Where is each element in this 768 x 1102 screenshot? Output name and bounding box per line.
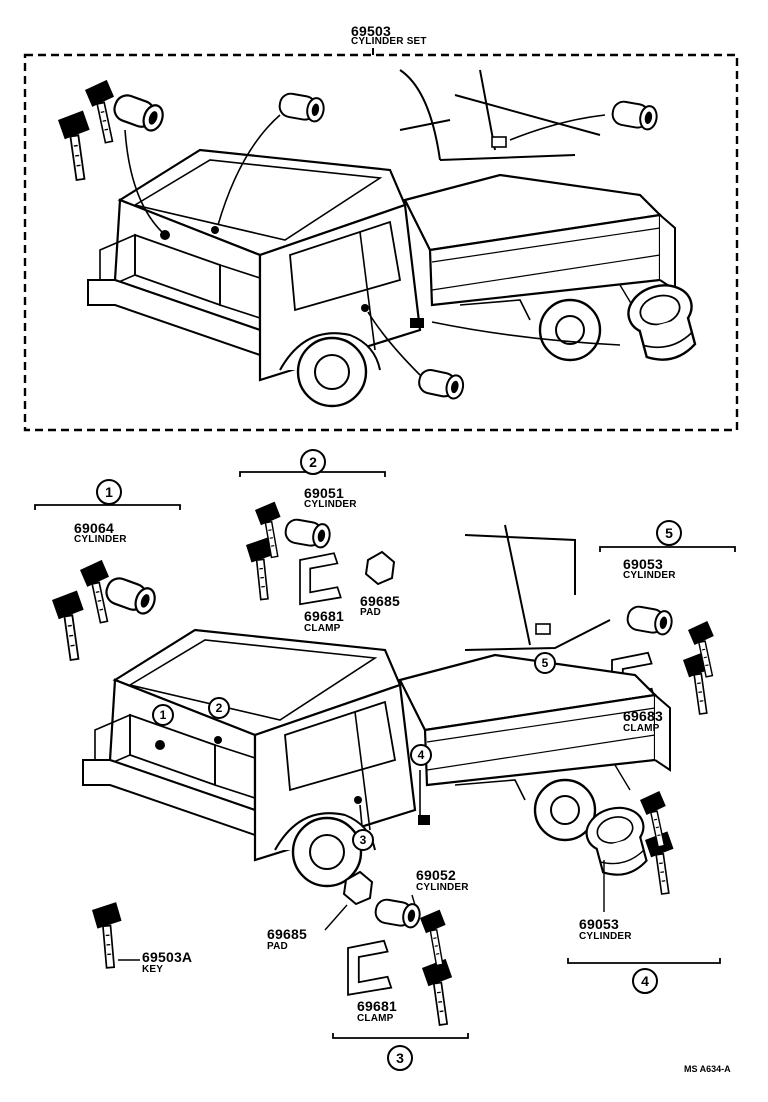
- group-1-name: CYLINDER: [74, 534, 127, 545]
- group-3-pad-name: PAD: [267, 941, 288, 952]
- group-4-index: 4: [632, 968, 658, 994]
- group-3-clamp-number: 69681: [357, 998, 397, 1014]
- group-5-clamp-name: CLAMP: [623, 723, 660, 734]
- group-5-index: 5: [656, 520, 682, 546]
- group-3-number: 69052: [416, 867, 456, 883]
- group-3-index: 3: [387, 1045, 413, 1071]
- group-2-clamp-number: 69681: [304, 608, 344, 624]
- group-1-number: 69064: [74, 520, 114, 536]
- callout-4: 4: [410, 744, 432, 766]
- group-3-name: CYLINDER: [416, 882, 469, 893]
- group-2-pad-name: PAD: [360, 607, 381, 618]
- group-5-name: CYLINDER: [623, 570, 676, 581]
- callout-5: 5: [534, 652, 556, 674]
- set-number: 69503: [351, 23, 391, 39]
- group-5-clamp-number: 69683: [623, 708, 663, 724]
- key-name: KEY: [142, 964, 164, 975]
- callout-3: 3: [352, 829, 374, 851]
- group-2-clamp-name: CLAMP: [304, 623, 341, 634]
- group-3-pad-number: 69685: [267, 926, 307, 942]
- set-name: CYLINDER SET: [351, 36, 427, 47]
- callout-2: 2: [208, 697, 230, 719]
- group-3-clamp-name: CLAMP: [357, 1013, 394, 1024]
- group-2-index: 2: [300, 449, 326, 475]
- group-4-name: CYLINDER: [579, 931, 632, 942]
- group-4-number: 69053: [579, 916, 619, 932]
- figure-code: MS A634-A: [684, 1064, 731, 1074]
- group-1-index: 1: [96, 479, 122, 505]
- group-5-number: 69053: [623, 556, 663, 572]
- callout-1: 1: [152, 704, 174, 726]
- key-number: 69503A: [142, 949, 193, 965]
- group-2-number: 69051: [304, 485, 344, 501]
- group-2-pad-number: 69685: [360, 593, 400, 609]
- group-2-name: CYLINDER: [304, 499, 357, 510]
